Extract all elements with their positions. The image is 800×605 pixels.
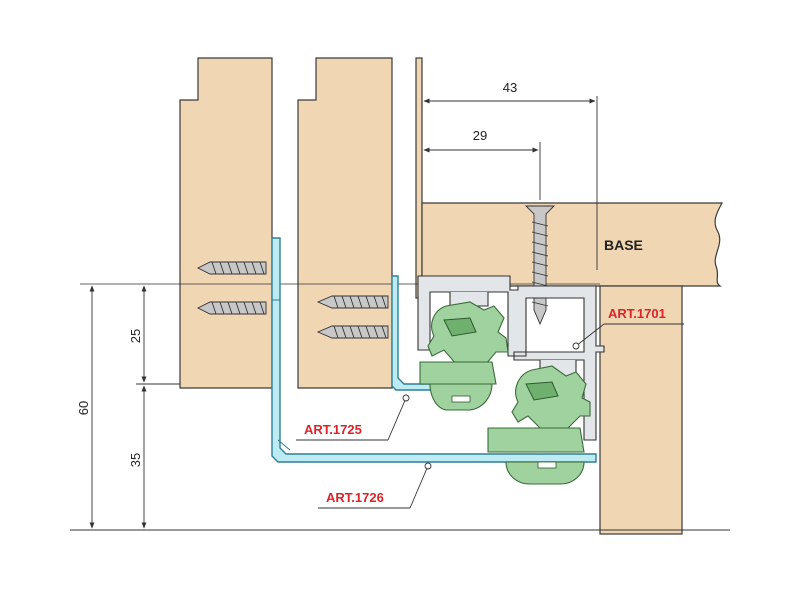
dimension-25-label: 25 [128, 329, 143, 343]
dimension-35: 35 [128, 385, 147, 529]
screw-left-upper [196, 261, 267, 275]
dimension-60: 60 [76, 285, 95, 529]
screw-right-upper [316, 295, 389, 309]
dimension-35-label: 35 [128, 453, 143, 467]
label-art-1726: ART.1726 [326, 490, 384, 505]
label-art-1701: ART.1701 [608, 306, 666, 321]
label-base: BASE [604, 237, 643, 253]
support-post [599, 285, 683, 535]
label-art-1725: ART.1725 [304, 422, 362, 437]
dimension-25: 25 [128, 285, 180, 385]
roller-carriage-lower [487, 365, 591, 485]
callout-art-1726: ART.1726 [318, 462, 432, 509]
dimension-29: 29 [423, 128, 541, 200]
dimension-43-label: 43 [503, 80, 517, 95]
callout-art-1701: ART.1701 [572, 306, 684, 350]
screw-vertical [524, 205, 556, 326]
dimension-43: 43 [421, 80, 598, 270]
drawer-side-panel-right [297, 57, 393, 389]
callout-art-1725: ART.1725 [296, 394, 410, 441]
base-panel [421, 202, 724, 287]
screw-left-lower [196, 301, 267, 315]
screw-right-lower [316, 325, 389, 339]
drawer-side-panel-left [179, 57, 273, 389]
dimension-60-label: 60 [76, 401, 91, 415]
dimension-29-label: 29 [473, 128, 487, 143]
profile-art-1726 [271, 237, 597, 463]
roller-carriage-upper [419, 301, 509, 411]
thin-panel [415, 57, 423, 299]
